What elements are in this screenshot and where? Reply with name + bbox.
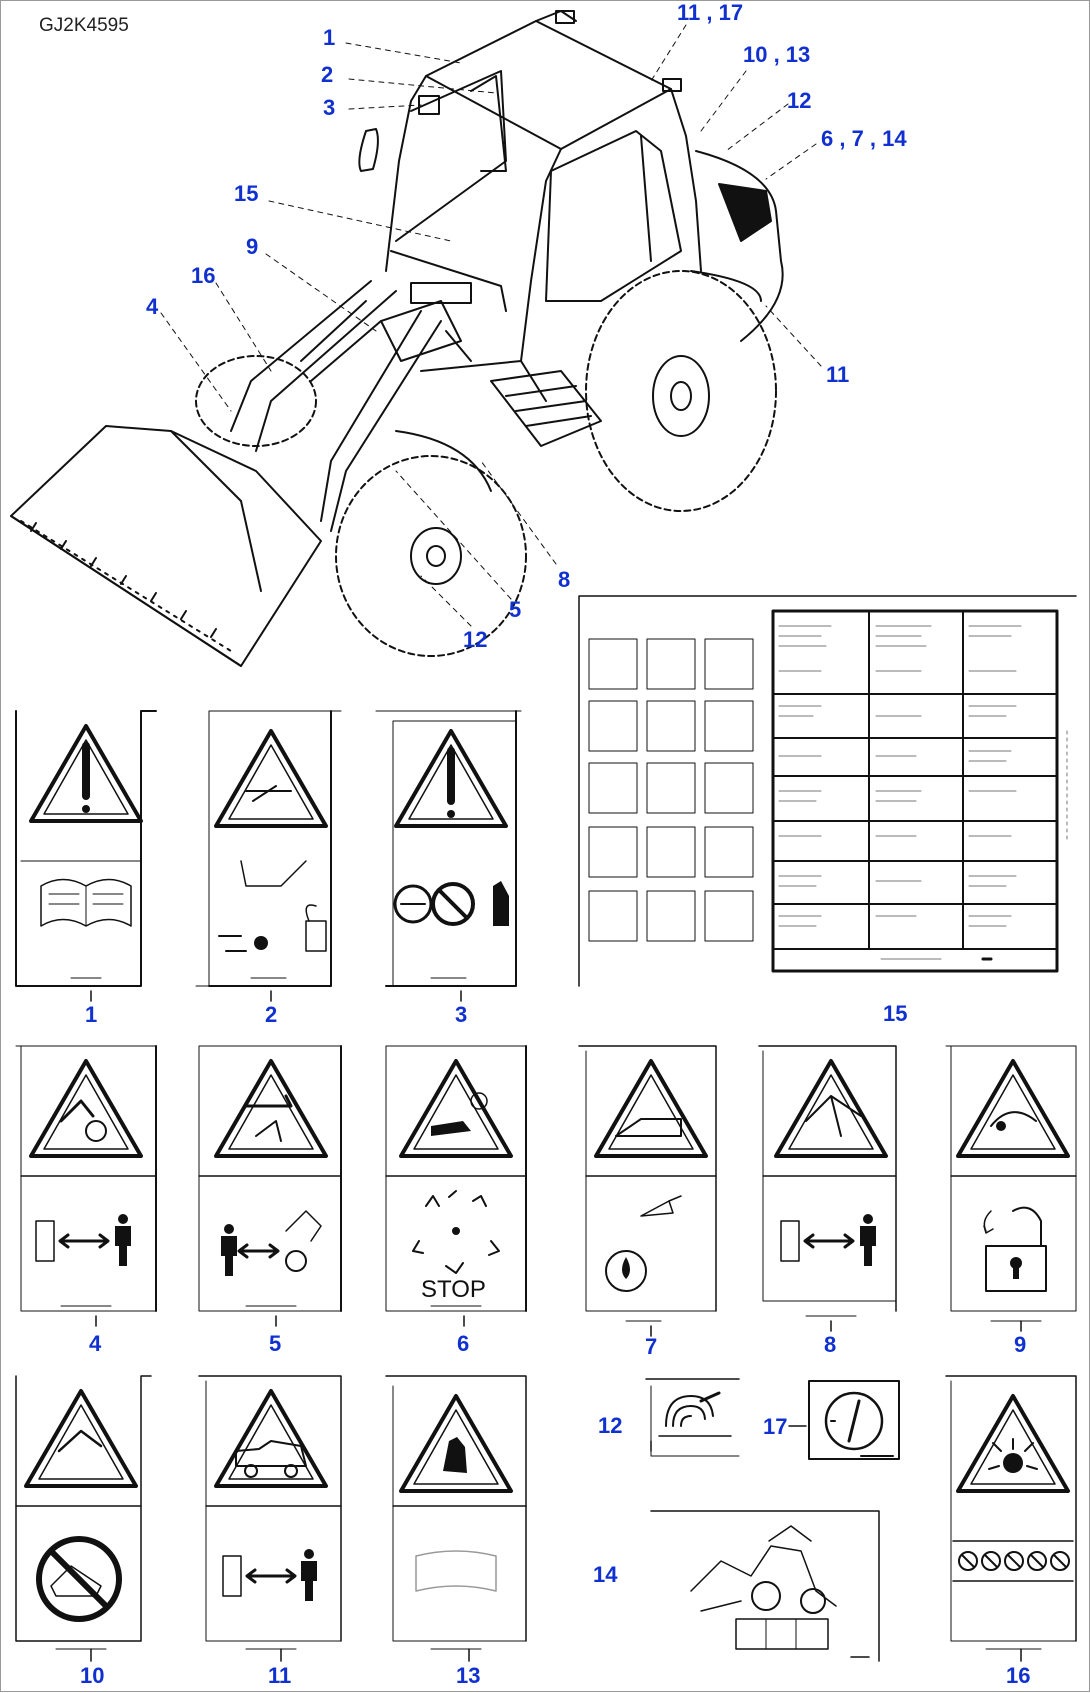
decal-10 [15, 1375, 152, 1650]
decal-number-13: 13 [456, 1663, 481, 1688]
callout-2: 2 [321, 62, 334, 87]
callout-15: 15 [234, 181, 259, 206]
decal-number-9: 9 [1014, 1332, 1027, 1357]
callout-11-17: 11 , 17 [677, 0, 744, 25]
decal-1 [15, 710, 157, 987]
decal-number-17: 17 [763, 1414, 788, 1439]
decal-number-ticks [90, 990, 1022, 1662]
decal-4 [15, 1045, 157, 1312]
decal-7 [578, 1045, 717, 1322]
callout-4: 4 [146, 294, 159, 319]
callout-8: 8 [558, 567, 571, 592]
decal-16 [945, 1375, 1077, 1650]
decal-number-15: 15 [883, 1001, 908, 1026]
callout-16: 16 [191, 263, 216, 288]
callout-6-7-14: 6 , 7 , 14 [821, 126, 907, 151]
decal-number-16: 16 [1006, 1663, 1031, 1688]
decal-number-2: 2 [265, 1002, 278, 1027]
callout-12-bottom: 12 [463, 627, 488, 652]
decal-number-12: 12 [598, 1413, 623, 1438]
decal-3 [375, 710, 522, 987]
callout-9: 9 [246, 234, 259, 259]
decal-15-fuse-chart [578, 595, 1077, 987]
callout-10-13: 10 , 13 [743, 42, 811, 67]
decal-9 [945, 1045, 1077, 1322]
decal-number-14: 14 [593, 1562, 618, 1587]
decal-number-1: 1 [85, 1002, 98, 1027]
decal-number-8: 8 [824, 1332, 837, 1357]
callout-12-top: 12 [787, 88, 812, 113]
decal-8 [758, 1045, 897, 1317]
decal-number-5: 5 [269, 1331, 282, 1356]
decal-6-stop-text: STOP [421, 1276, 486, 1303]
decal-11 [198, 1375, 342, 1650]
decal-number-11: 11 [268, 1663, 292, 1688]
callout-5: 5 [509, 597, 522, 622]
wheel-loader-illustration [10, 10, 784, 667]
decal-number-7: 7 [645, 1334, 658, 1359]
callout-11: 11 [826, 362, 850, 387]
decal-number-3: 3 [455, 1002, 468, 1027]
decal-14 [650, 1510, 880, 1662]
decal-5 [198, 1045, 342, 1312]
callout-3: 3 [323, 95, 336, 120]
decal-17 [788, 1380, 900, 1460]
decal-12 [645, 1378, 740, 1457]
callout-1: 1 [323, 25, 336, 50]
decal-number-10: 10 [80, 1663, 105, 1688]
decal-6 [385, 1045, 527, 1312]
decal-13 [385, 1375, 527, 1650]
leader-lines [160, 24, 822, 627]
decal-number-4: 4 [89, 1331, 102, 1356]
drawing-code: GJ2K4595 [39, 15, 129, 36]
decal-2 [195, 710, 342, 987]
decal-number-6: 6 [457, 1331, 470, 1356]
